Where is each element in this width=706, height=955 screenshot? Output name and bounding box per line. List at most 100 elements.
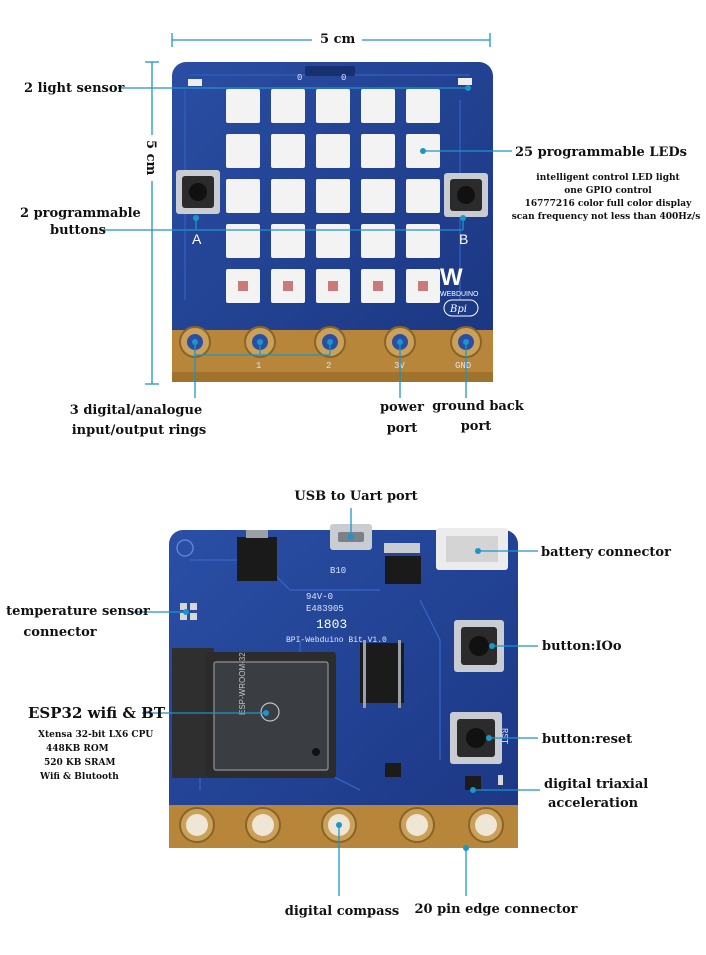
led-cell (226, 224, 260, 258)
led-cell (361, 269, 395, 303)
led-cell (361, 224, 395, 258)
led-cell (406, 224, 440, 258)
led-grid (226, 89, 440, 303)
ground-label-line1: ground back (432, 399, 525, 414)
led-cell (226, 179, 260, 213)
button-io0-part[interactable] (454, 620, 504, 672)
led-spec-line: scan frequency not less than 400Hz/s (512, 212, 701, 222)
led-specs: intelligent control LED light one GPIO c… (512, 173, 701, 222)
webduino-logo-mark: W (440, 264, 463, 291)
button-a-silk: A (192, 231, 202, 247)
led-cell-icon (361, 179, 395, 213)
push-button-icon (457, 186, 475, 204)
led-cell (316, 224, 350, 258)
back-leaders (134, 508, 540, 896)
led-cell (271, 89, 305, 123)
led-cell-icon (271, 179, 305, 213)
led-cell-icon (406, 179, 440, 213)
led-cell (271, 224, 305, 258)
front-board: 0 0 A B W WEBDUINO Bpi 1 2 3V GND (172, 62, 493, 382)
power-label-line2: port (387, 421, 418, 436)
led-cell-icon (226, 134, 260, 168)
svg-text:E483905: E483905 (306, 604, 344, 614)
front-leaders (102, 85, 512, 398)
led-cell-icon (226, 179, 260, 213)
led-cell-icon (316, 179, 350, 213)
back-board: B10 94V-0 E483905 1803 BPI-Webduino Bit … (169, 524, 518, 848)
temp-sensor-pad (190, 603, 197, 610)
buttons-label-line2: buttons (50, 223, 106, 238)
esp32-specs: Xtensa 32-bit LX6 CPU 448KB ROM 520 KB S… (38, 730, 153, 782)
button-a[interactable] (176, 170, 220, 214)
led-cell (271, 134, 305, 168)
led-spec-line: 16777216 color full color display (525, 199, 692, 209)
led-chip (238, 281, 248, 291)
svg-text:94V-0: 94V-0 (306, 592, 333, 602)
button-reset-part[interactable] (450, 712, 502, 764)
svg-text:B10: B10 (330, 566, 346, 576)
light-sensor-left (188, 79, 202, 86)
back-edge-pads (179, 807, 504, 843)
led-chip (328, 281, 338, 291)
push-button-icon (189, 183, 207, 201)
led-chip (418, 281, 428, 291)
led-cell (406, 89, 440, 123)
led-cell (406, 179, 440, 213)
pad-1-silk: 1 (256, 361, 261, 371)
edge-label: 20 pin edge connector (414, 902, 577, 917)
led-cell-icon (271, 224, 305, 258)
led-cell-icon (361, 89, 395, 123)
led-spec-line: one GPIO control (564, 186, 652, 196)
esp32-spec-line: Xtensa 32-bit LX6 CPU (38, 730, 153, 740)
led-cell (226, 134, 260, 168)
esp32-module-text: ESP-WROOM-32 (238, 652, 247, 715)
led-spec-line: intelligent control LED light (536, 173, 680, 183)
light-sensor-label: 2 light sensor (24, 81, 125, 96)
bpi-logo: Bpi (449, 304, 467, 315)
esp32-module: ESP-WROOM-32 (172, 648, 336, 778)
svg-text:0: 0 (341, 73, 346, 83)
accel-label-line1: digital triaxial (544, 777, 648, 792)
led-cell-icon (406, 224, 440, 258)
light-sensor-right (458, 78, 472, 85)
led-cell-icon (361, 134, 395, 168)
height-dimension: 5 cm (142, 61, 162, 385)
button-io0-label: button:IOo (542, 639, 622, 654)
led-cell-icon (271, 134, 305, 168)
svg-text:0: 0 (297, 73, 302, 83)
leds-label: 25 programmable LEDs (515, 145, 687, 160)
push-button-icon (466, 728, 486, 748)
button-reset-label: button:reset (542, 732, 632, 747)
temp-sensor-pad (190, 613, 197, 620)
webduino-brand: WEBDUINO (440, 291, 479, 298)
temp-sensor-pad (180, 603, 187, 610)
led-chip (283, 281, 293, 291)
button-b-silk: B (459, 231, 468, 247)
width-label: 5 cm (320, 32, 355, 47)
led-cell (226, 269, 260, 303)
edge-pad-icon (245, 807, 281, 843)
led-cell (226, 89, 260, 123)
edge-pad-icon (179, 807, 215, 843)
rst-silk: RST (499, 728, 509, 745)
led-cell-icon (361, 224, 395, 258)
board-name: BPI-Webduino Bit V1.0 (286, 636, 387, 645)
ground-label-line2: port (461, 419, 492, 434)
width-dimension: 5 cm (171, 30, 491, 48)
led-cell-icon (271, 89, 305, 123)
led-cell (361, 134, 395, 168)
edge-pad-icon (399, 807, 435, 843)
button-b[interactable] (444, 173, 488, 217)
esp32-label: ESP32 wifi & BT (28, 704, 166, 722)
pad-gnd-silk: GND (455, 361, 471, 371)
led-cell-icon (316, 224, 350, 258)
esp32-spec-line: 448KB ROM (46, 744, 109, 754)
led-cell-icon (406, 89, 440, 123)
led-cell-icon (226, 89, 260, 123)
led-cell (316, 179, 350, 213)
led-cell (406, 269, 440, 303)
esp32-spec-line: 520 KB SRAM (44, 758, 115, 768)
led-cell (316, 134, 350, 168)
compass-label: digital compass (285, 904, 399, 919)
